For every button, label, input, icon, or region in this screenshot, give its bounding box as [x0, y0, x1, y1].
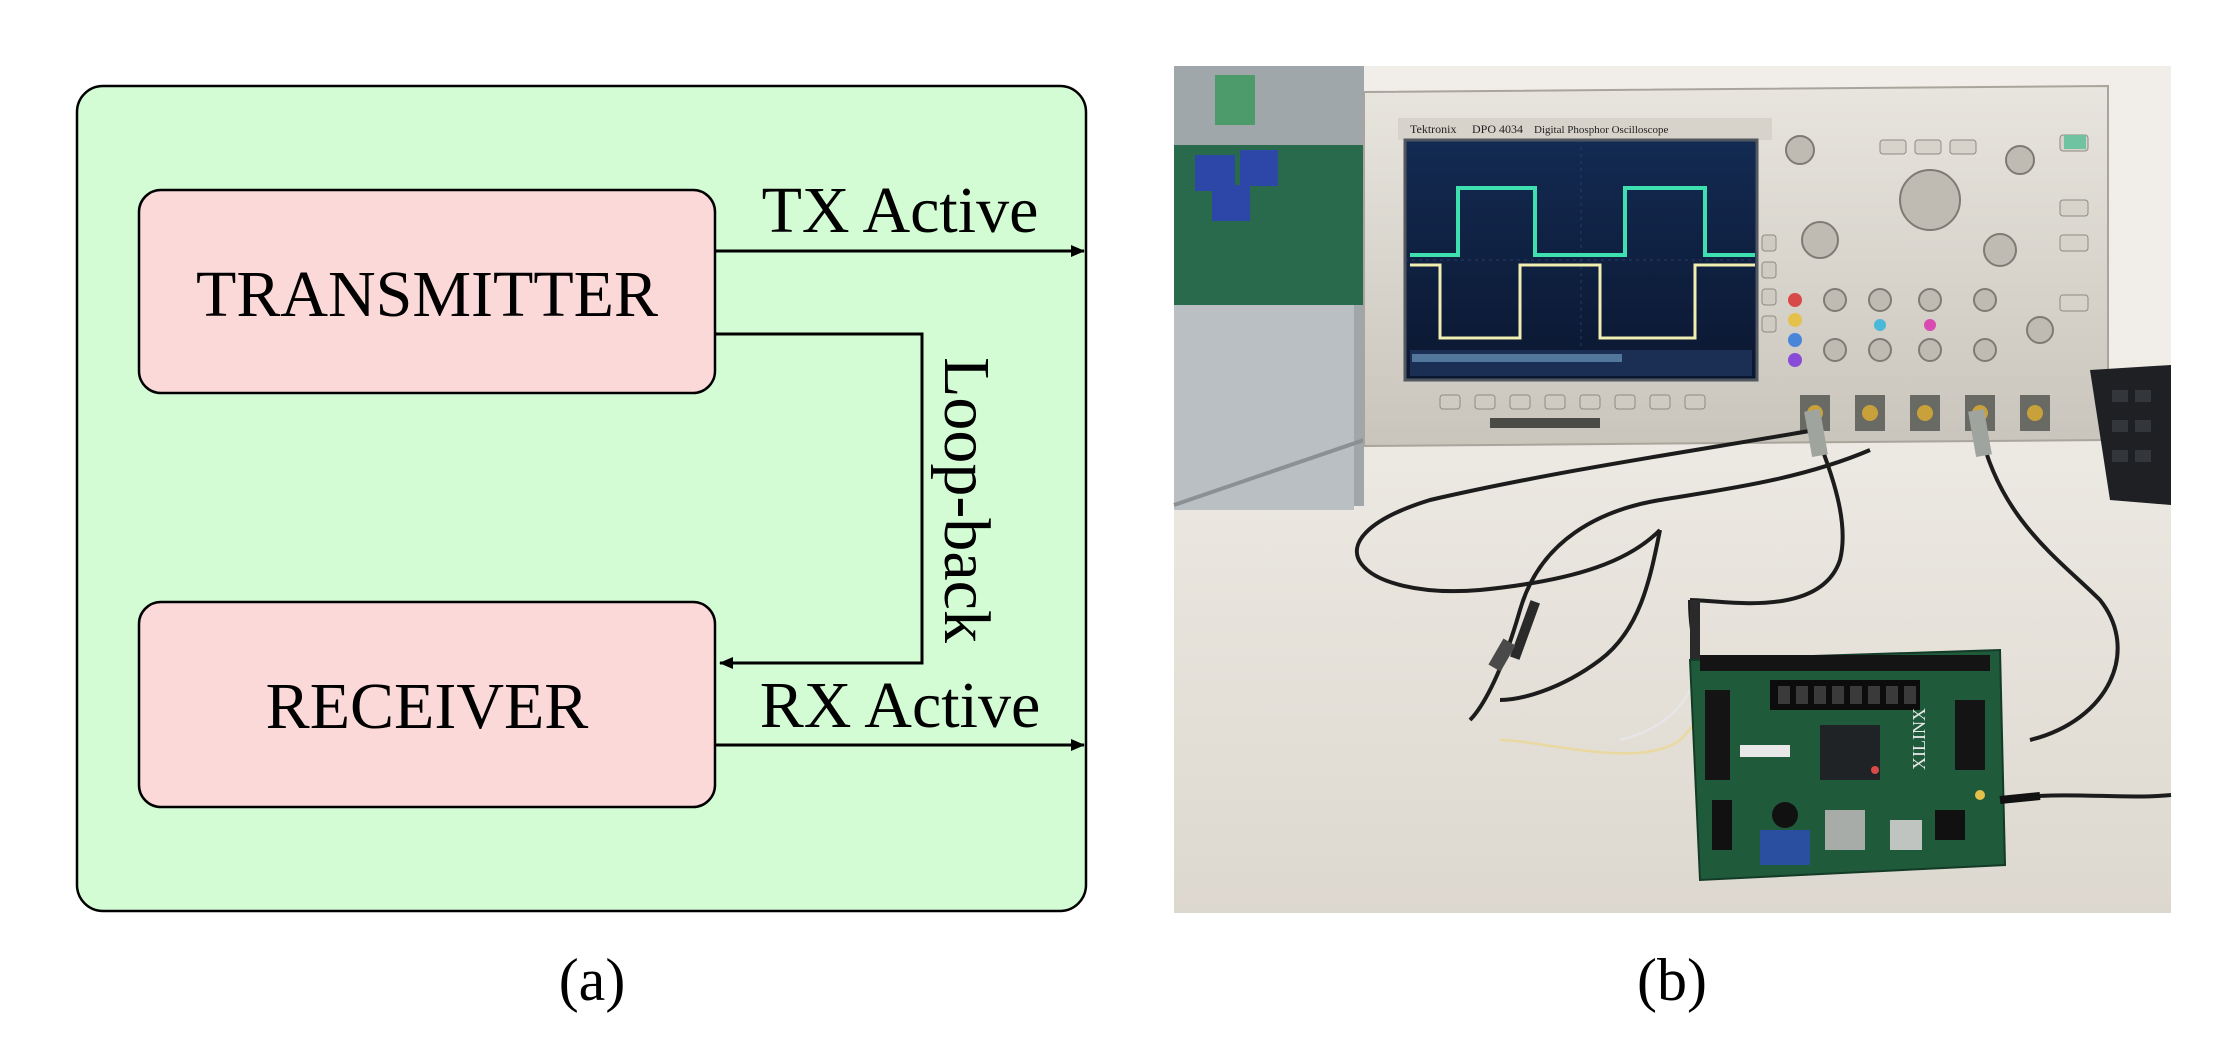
side-bezel-buttons [1761, 234, 1777, 333]
control-knobs [1785, 135, 2054, 362]
caption-b: (b) [1637, 947, 1707, 1013]
bezel-buttons [1439, 394, 1706, 410]
panel-a: TRANSMITTER RECEIVER TX Active Loop-back… [75, 84, 1088, 1013]
keyboard [2090, 365, 2171, 505]
vga-connector [1760, 830, 1810, 865]
usb-host-port [1890, 820, 1922, 850]
receiver-block [137, 600, 717, 809]
scope-model: DPO 4034 [1472, 122, 1523, 136]
transmitter-block [137, 188, 717, 395]
scope-description: Digital Phosphor Oscilloscope [1534, 124, 1669, 136]
receiver-label: RECEIVER [266, 670, 589, 743]
board-header-pins [1700, 655, 1990, 671]
screen-grid [1405, 140, 1757, 350]
transmitter-label: TRANSMITTER [196, 258, 658, 331]
probe-heads [1488, 408, 1992, 672]
fpga-chip [1820, 725, 1880, 780]
rx-active-label: RX Active [760, 669, 1040, 742]
loopback-label: Loop-back [930, 357, 1003, 643]
loopback-path [715, 332, 924, 669]
channel-buttons [1788, 293, 1936, 367]
buzzer [1772, 802, 1798, 828]
trace-channel-1 [1410, 186, 1755, 257]
fpga-board: XILINX [1688, 648, 2007, 882]
scope-brand: Tektronix [1410, 122, 1456, 136]
usb-cable [1999, 792, 2041, 804]
caption-a: (a) [559, 947, 626, 1013]
panel-b: Tektronix DPO 4034 Digital Phosphor Osci… [1173, 66, 2172, 913]
trace-channel-2 [1410, 263, 1755, 340]
oscilloscope: Tektronix DPO 4034 Digital Phosphor Osci… [1363, 84, 2109, 448]
board-vendor-label: XILINX [1909, 708, 1929, 770]
ethernet-port [1825, 810, 1865, 850]
left-equipment [1173, 66, 1374, 510]
tx-active-label: TX Active [762, 174, 1039, 247]
